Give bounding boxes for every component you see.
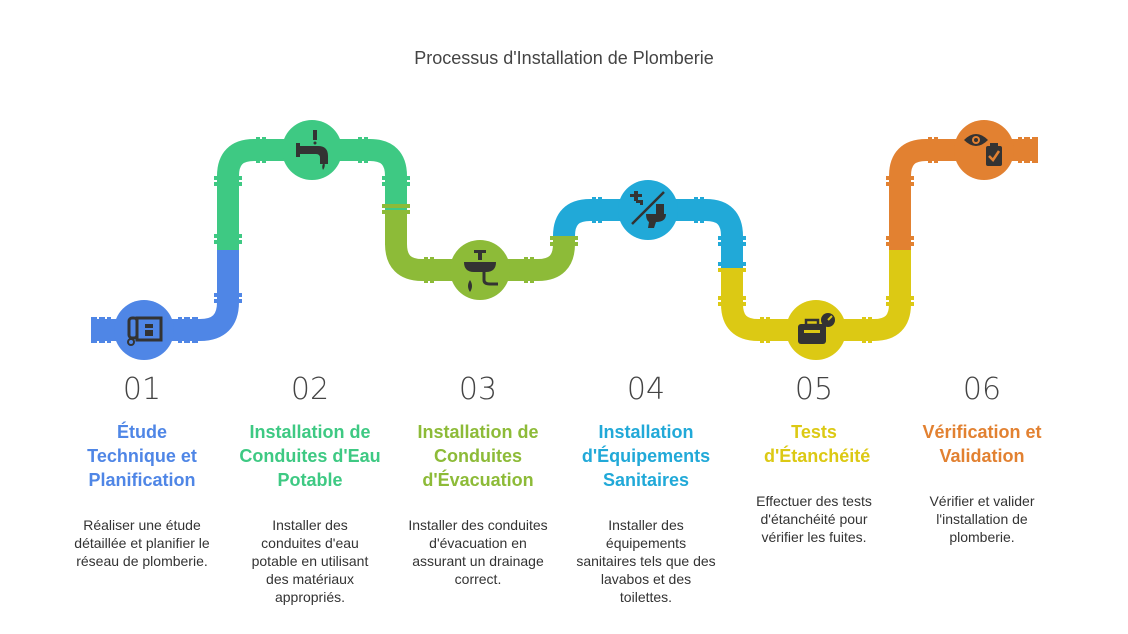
node-1 bbox=[114, 300, 174, 360]
step-1: 01 Étude Technique et Planification Réal… bbox=[58, 372, 226, 570]
step-number: 05 bbox=[794, 372, 834, 407]
pipe-joints-1 bbox=[91, 293, 242, 343]
step-description: Effectuer des tests d'étanchéité pour vé… bbox=[756, 493, 872, 545]
page-title: Processus d'Installation de Plomberie bbox=[414, 48, 714, 68]
step-number: 01 bbox=[122, 372, 162, 407]
step-number: 04 bbox=[626, 372, 666, 407]
toolbox-gauge-icon bbox=[798, 313, 835, 344]
pipeline-diagram bbox=[91, 120, 1038, 360]
inspection-checklist-icon bbox=[964, 134, 1002, 166]
sink-drain-icon bbox=[464, 250, 498, 292]
leaking-pipe-icon bbox=[296, 130, 328, 170]
pipe-segment-6 bbox=[889, 139, 1034, 250]
step-2: 02 Installation de Conduites d'Eau Potab… bbox=[226, 372, 394, 606]
step-6: 06 Vérification et Validation Vérifier e… bbox=[898, 372, 1066, 546]
step-title: Installation de Conduites d'Eau Potable bbox=[239, 422, 381, 490]
node-2 bbox=[282, 120, 342, 180]
pipe-joints-6 bbox=[886, 137, 1038, 246]
step-description: Vérifier et valider l'installation de pl… bbox=[929, 493, 1035, 545]
node-6 bbox=[954, 120, 1014, 180]
step-title: Étude Technique et Planification bbox=[87, 422, 197, 490]
step-number: 02 bbox=[290, 372, 330, 407]
pipe-segment-4 bbox=[553, 199, 743, 268]
step-number: 03 bbox=[458, 372, 498, 407]
faucet-toilet-icon bbox=[630, 191, 666, 228]
step-description: Installer des conduites d'évacuation en … bbox=[408, 517, 548, 587]
step-description: Réaliser une étude détaillée et planifie… bbox=[74, 517, 210, 569]
node-3 bbox=[450, 240, 510, 300]
step-title: Installation de Conduites d'Évacuation bbox=[417, 422, 539, 490]
pipe-joints-5 bbox=[718, 268, 914, 343]
pipe-joints-2 bbox=[214, 137, 410, 244]
node-5 bbox=[786, 300, 846, 360]
pipe-joints-3 bbox=[382, 204, 578, 283]
blueprint-icon bbox=[127, 316, 163, 346]
step-title: Installation d'Équipements Sanitaires bbox=[581, 422, 711, 490]
pipe-joints-4 bbox=[592, 197, 746, 266]
step-3: 03 Installation de Conduites d'Évacuatio… bbox=[394, 372, 562, 588]
step-5: 05 Tests d'Étanchéité Effectuer des test… bbox=[730, 372, 898, 546]
step-4: 04 Installation d'Équipements Sanitaires… bbox=[562, 372, 730, 606]
step-description: Installer des conduites d'eau potable en… bbox=[251, 517, 369, 605]
step-title: Tests d'Étanchéité bbox=[764, 422, 871, 466]
node-4 bbox=[618, 180, 678, 240]
step-description: Installer des équipements sanitaires tel… bbox=[576, 517, 716, 605]
step-number: 06 bbox=[962, 372, 1002, 407]
step-title: Vérification et Validation bbox=[922, 422, 1042, 466]
